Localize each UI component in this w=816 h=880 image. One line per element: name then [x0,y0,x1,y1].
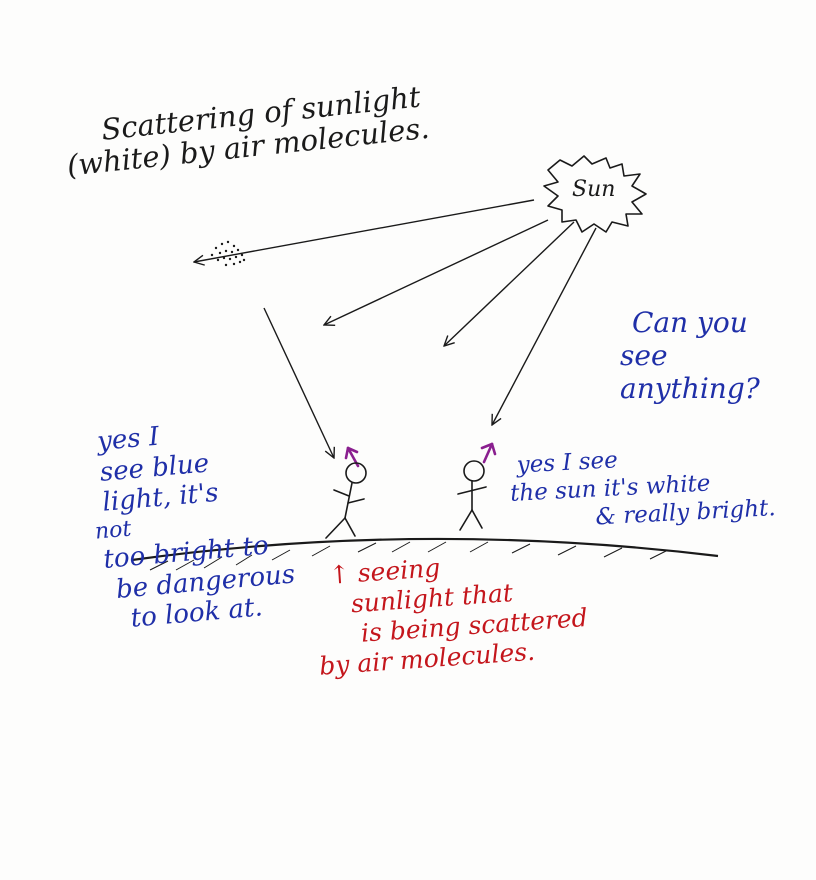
scattering-annotation: ↑ seeing sunlight that is being scattere… [312,543,591,682]
question-line-3: anything? [620,372,760,406]
scattered-ray [263,307,334,458]
right-person-reply: yes I see the sun it's white & really br… [508,438,777,536]
air-molecules [210,240,246,267]
sun-ray-scattered [194,199,535,262]
sun-ray-2 [324,219,549,325]
question-block: Can you see anything? [620,306,760,405]
eye-arrow-right [480,442,497,464]
left-stick-person [325,462,367,539]
question-line-1: Can you [632,306,748,339]
sun-ray-3 [444,221,575,346]
ground-line [131,537,719,562]
question-line-2: see [620,339,668,373]
sun-icon [543,155,647,233]
left-person-reply: yes I see blue light, it's not too brigh… [86,411,299,637]
sun-ray-direct [492,227,597,425]
sun-label: Sun [572,177,616,202]
ground-hatching [149,541,669,571]
right-stick-person [457,460,487,531]
